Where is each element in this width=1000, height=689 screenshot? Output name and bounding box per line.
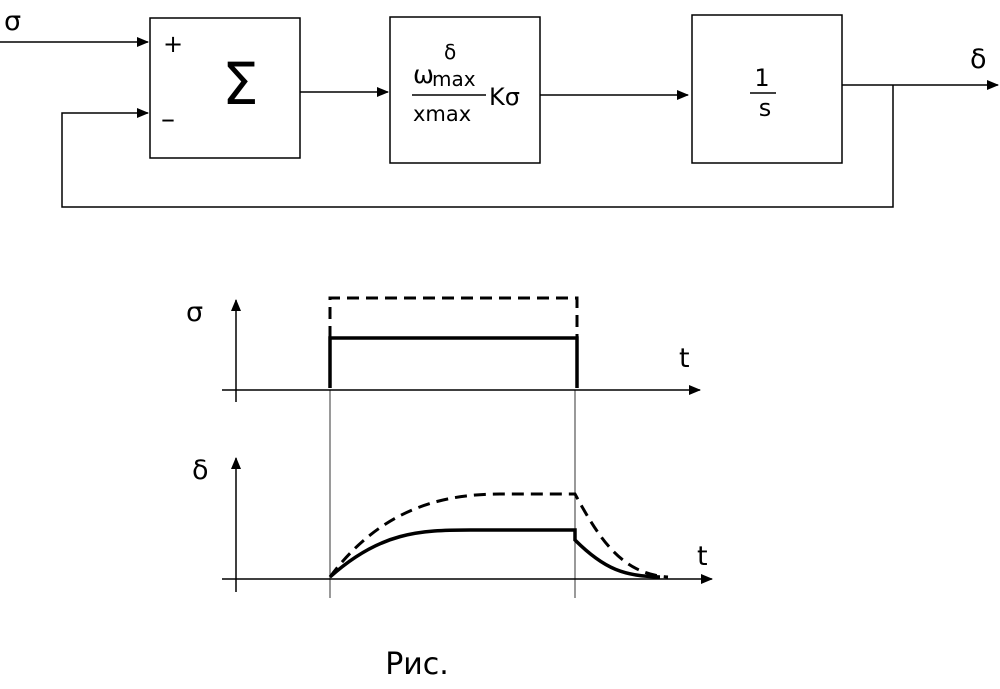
summing-block xyxy=(149,17,301,159)
sigma-t-axis-label: t xyxy=(679,343,690,374)
delta-response-dashed xyxy=(328,492,669,579)
delta-t-axis-label: t xyxy=(697,541,708,572)
delta-response-solid xyxy=(328,528,661,579)
feedback-path xyxy=(61,85,894,208)
gain-k-sigma: Kσ xyxy=(489,83,520,111)
sigma-axis-label: σ xyxy=(186,297,203,328)
integrator-denominator: s xyxy=(759,94,772,122)
sigma-timing-diagram: σ t xyxy=(186,296,701,402)
delta-axis-label: δ xyxy=(192,455,209,486)
sigma-pulse-solid xyxy=(328,336,579,388)
minus-sign: – xyxy=(161,102,175,135)
gain-omega: ω xyxy=(413,60,434,89)
gain-omega-subscript: max xyxy=(432,67,476,91)
sigma-sum-symbol: Σ xyxy=(222,50,259,118)
figure-caption: Рис. xyxy=(385,647,449,682)
integrator-numerator: 1 xyxy=(754,64,769,92)
output-label: δ xyxy=(970,44,987,75)
gain-block xyxy=(389,16,541,164)
gain-omega-superscript: δ xyxy=(444,40,456,64)
gain-denominator: xmax xyxy=(413,102,471,126)
sigma-pulse-dashed xyxy=(328,296,579,338)
input-label: σ xyxy=(4,6,21,37)
plus-sign: + xyxy=(163,30,183,58)
block-diagram: σ + – Σ ω δ max xmax Kσ 1 s δ xyxy=(0,6,999,208)
integrator-block xyxy=(691,14,843,164)
delta-timing-diagram: δ t xyxy=(192,455,713,592)
